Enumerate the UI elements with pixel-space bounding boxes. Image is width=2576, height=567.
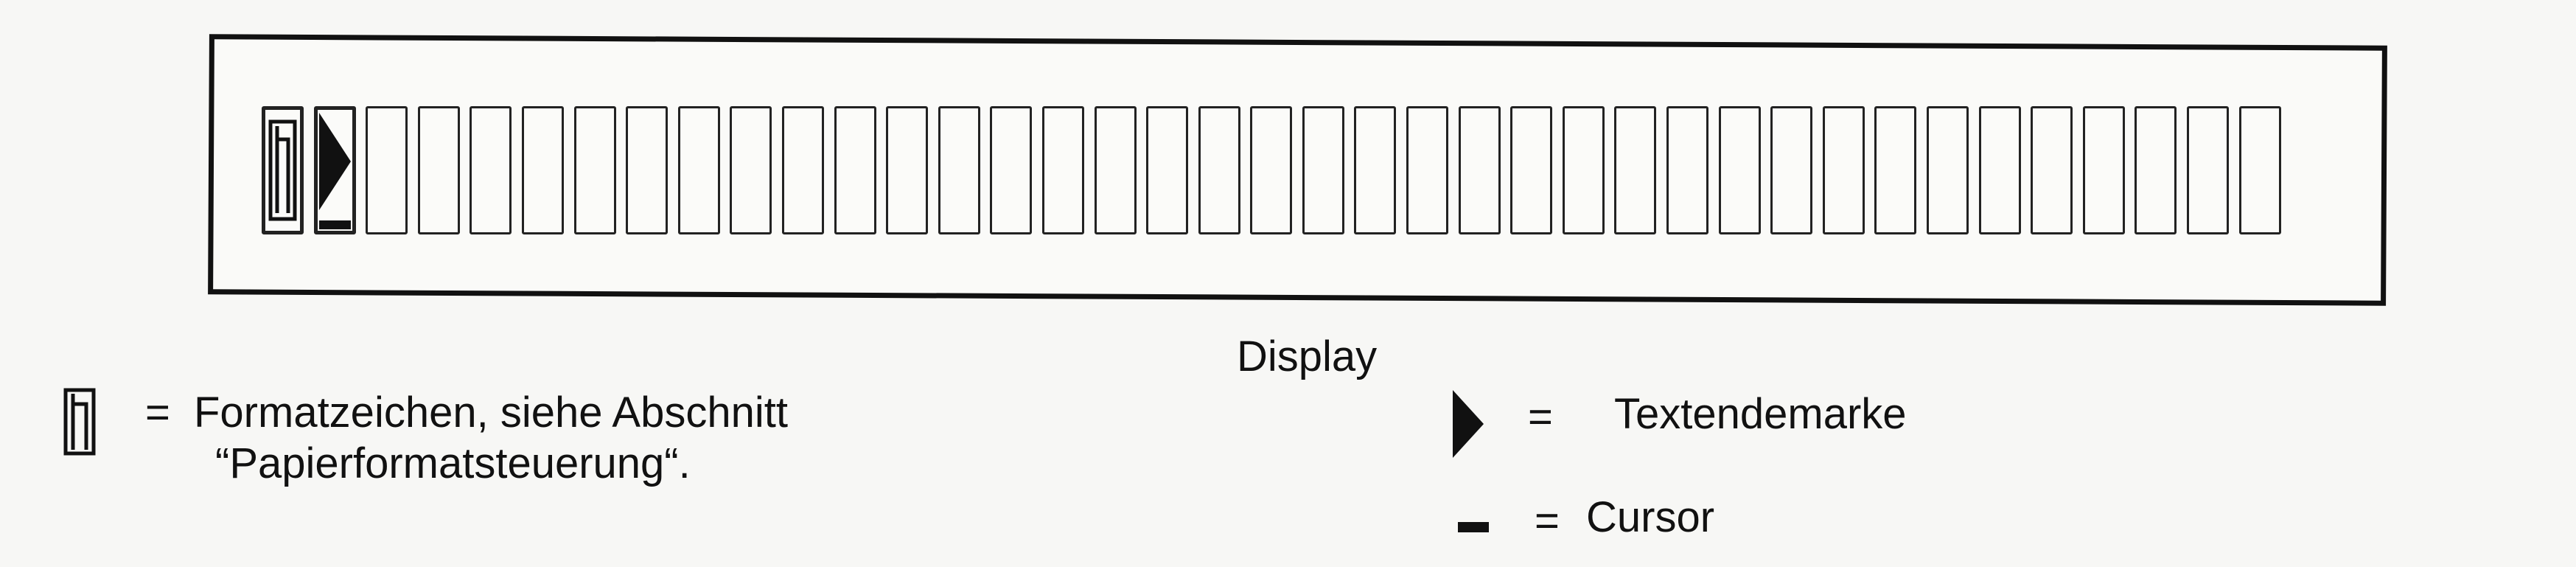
display-label: Display — [1237, 333, 1378, 380]
display-cell-empty — [2238, 106, 2281, 234]
display-cell-empty — [1146, 106, 1189, 234]
display-cell-empty — [1510, 106, 1553, 234]
cursor-icon — [318, 220, 351, 229]
display-cell-text-end-marker — [313, 106, 356, 234]
format-character-description-line1: Formatzeichen, siehe Abschnitt — [194, 389, 788, 436]
display-cell-empty — [1927, 106, 1969, 234]
display-cell-empty — [886, 106, 929, 234]
display-cell-empty — [677, 106, 720, 234]
display-cell-empty — [1094, 106, 1137, 234]
display-cell-empty — [1874, 106, 1917, 234]
display-cell-empty — [470, 106, 512, 234]
display-cell-empty — [417, 106, 460, 234]
display-cell-empty — [1770, 106, 1813, 234]
text-end-marker-equals: = — [1528, 393, 1553, 441]
display-cell-empty — [2031, 106, 2073, 234]
display-cell-empty — [1614, 106, 1657, 234]
display-cell-empty — [1354, 106, 1397, 234]
display-cell-empty — [1978, 106, 2021, 234]
text-end-marker-icon — [1453, 390, 1484, 458]
display-cell-empty — [781, 106, 824, 234]
display-cell-empty — [1302, 106, 1344, 234]
display-cell-empty — [1250, 106, 1293, 234]
display-cell-empty — [1666, 106, 1709, 234]
text-end-marker-icon — [318, 113, 351, 229]
display-cell-format-character — [262, 106, 304, 234]
display-cell-empty — [990, 106, 1033, 234]
display-cell-empty — [1718, 106, 1761, 234]
text-end-marker-description: Textendemarke — [1614, 390, 1907, 438]
display-cell-empty — [1198, 106, 1240, 234]
display-cell-empty — [2135, 106, 2177, 234]
display-cell-empty — [2082, 106, 2125, 234]
display-cell-empty — [730, 106, 772, 234]
format-character-icon — [63, 388, 96, 456]
display-cell-empty — [834, 106, 876, 234]
display-cell-empty — [1458, 106, 1501, 234]
cursor-equals: = — [1535, 497, 1560, 545]
display-cell-empty — [521, 106, 564, 234]
format-character-equals: = — [145, 389, 170, 436]
display-cell-empty — [938, 106, 980, 234]
display-cell-empty — [573, 106, 616, 234]
display-cell-empty — [2186, 106, 2229, 234]
cursor-description: Cursor — [1586, 493, 1715, 541]
display-cell-empty — [626, 106, 669, 234]
display-cell-empty — [1822, 106, 1865, 234]
format-character-description-line2: “Papierformatsteuerung“. — [215, 439, 691, 487]
display-cell-empty — [1041, 106, 1084, 234]
cursor-icon — [1458, 522, 1489, 532]
display-cell-empty — [1562, 106, 1605, 234]
display-cell-row — [262, 106, 2281, 234]
format-character-icon — [268, 119, 297, 221]
display-cell-empty — [366, 106, 408, 234]
display-cell-empty — [1406, 106, 1449, 234]
